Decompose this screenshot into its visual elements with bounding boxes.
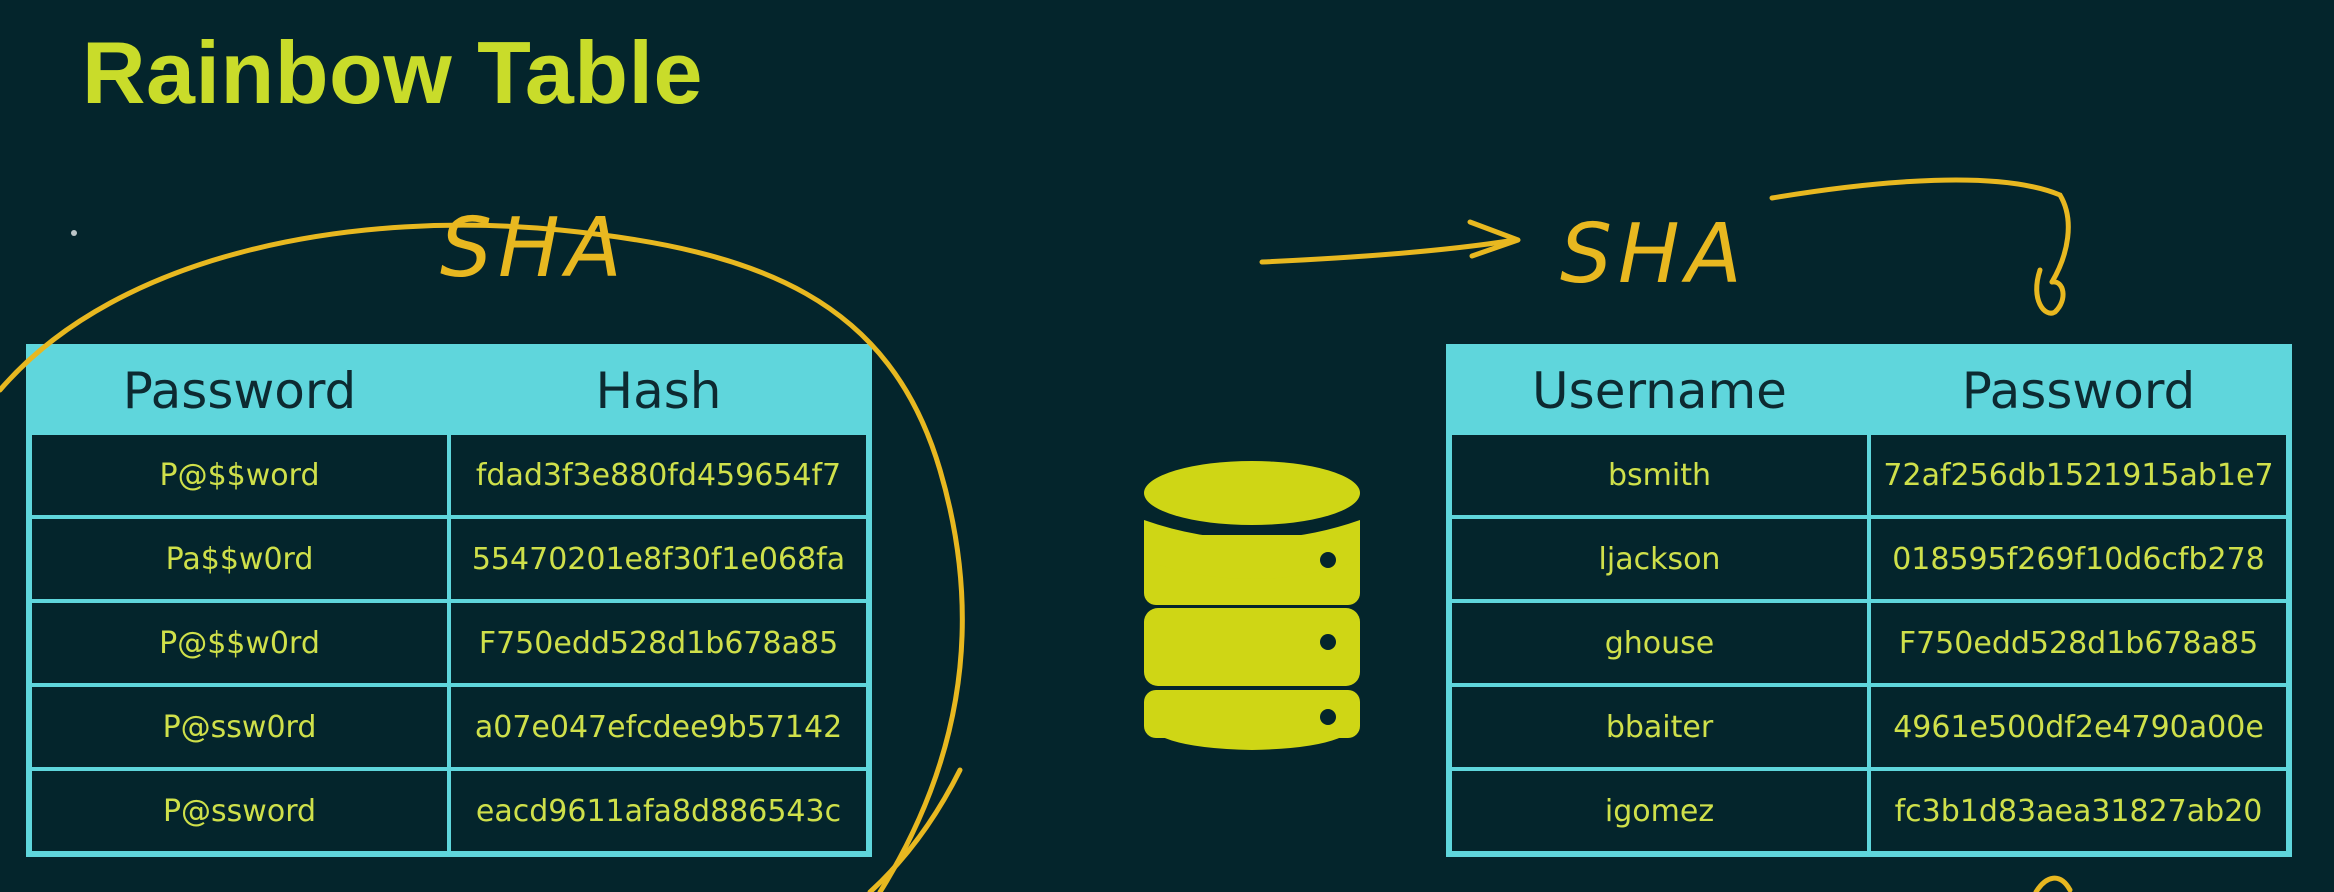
password-cell: P@$$word [30,433,449,517]
table-row: Pa$$w0rd 55470201e8f30f1e068fa [30,517,868,601]
column-header-password: Password [1961,361,2196,420]
column-header-hash: Hash [595,361,722,420]
table-row: igomez fc3b1d83aea31827ab20 [1450,769,2288,853]
username-cell: bsmith [1450,433,1869,517]
password-hash-cell: 72af256db1521915ab1e7 [1869,433,2288,517]
hash-cell: fdad3f3e880fd459654f7 [449,433,868,517]
hash-cell: F750edd528d1b678a85 [449,601,868,685]
username-cell: bbaiter [1450,685,1869,769]
password-cell: P@ssword [30,769,449,853]
username-cell: ljackson [1450,517,1869,601]
password-hash-cell: 4961e500df2e4790a00e [1869,685,2288,769]
username-cell: igomez [1450,769,1869,853]
ink-arrow-line [1259,237,1518,265]
table-header-row: Password Hash [30,348,868,433]
ink-curve-arrow-head [2034,267,2066,316]
password-hash-cell: F750edd528d1b678a85 [1869,601,2288,685]
hash-cell: a07e047efcdee9b57142 [449,685,868,769]
rainbow-table: Password Hash P@$$word fdad3f3e880fd4596… [26,344,872,857]
password-hash-cell: 018595f269f10d6cfb278 [1869,517,2288,601]
column-header-password: Password [122,361,357,420]
ink-tail-stroke [867,767,963,892]
page-title: Rainbow Table [82,23,703,122]
table-row: P@ssw0rd a07e047efcdee9b57142 [30,685,868,769]
table-row: P@$$w0rd F750edd528d1b678a85 [30,601,868,685]
ink-small-arc [2033,875,2073,892]
table-row: bbaiter 4961e500df2e4790a00e [1450,685,2288,769]
ink-arrow-head [1467,219,1521,259]
hash-cell: 55470201e8f30f1e068fa [449,517,868,601]
hash-cell: eacd9611afa8d886543c [449,769,868,853]
ink-loop-stroke [0,222,965,892]
username-cell: ghouse [1450,601,1869,685]
password-cell: Pa$$w0rd [30,517,449,601]
user-password-table: Username Password bsmith 72af256db152191… [1446,344,2292,857]
table-row: P@$$word fdad3f3e880fd459654f7 [30,433,868,517]
column-header-username: Username [1532,361,1787,420]
table-row: P@ssword eacd9611afa8d886543c [30,769,868,853]
database-icon [1144,461,1360,750]
table-row: ghouse F750edd528d1b678a85 [1450,601,2288,685]
ink-dot [71,230,77,236]
password-cell: P@$$w0rd [30,601,449,685]
table-header-row: Username Password [1450,348,2288,433]
sha-label-left: SHA [440,201,628,296]
sha-label-right: SHA [1560,207,1748,302]
table-row: ljackson 018595f269f10d6cfb278 [1450,517,2288,601]
ink-curve-arrow [1769,177,2071,285]
password-hash-cell: fc3b1d83aea31827ab20 [1869,769,2288,853]
table-row: bsmith 72af256db1521915ab1e7 [1450,433,2288,517]
password-cell: P@ssw0rd [30,685,449,769]
